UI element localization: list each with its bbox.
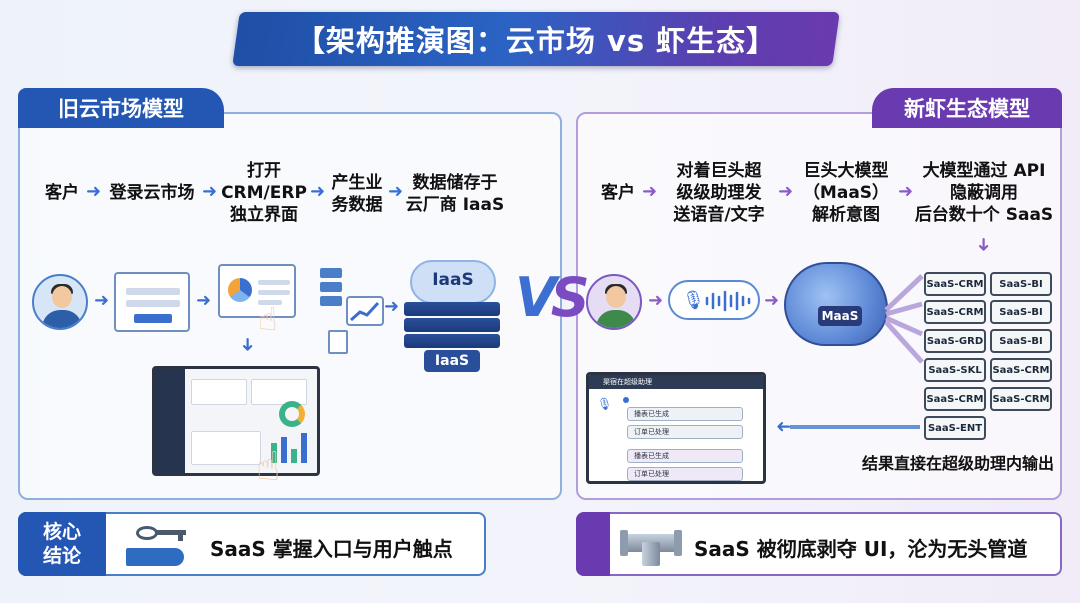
pointing-hand-icon: ☝ <box>258 300 278 338</box>
saas-node: SaaS-BI <box>990 329 1052 353</box>
assistant-message: 订单已处理 <box>627 425 743 439</box>
saas-node: SaaS-GRD <box>924 329 986 353</box>
customer-avatar <box>32 274 88 330</box>
crm-dashboard-image <box>152 366 320 476</box>
assistant-message: 播表已生成 <box>627 449 743 463</box>
result-output-label: 结果直接在超级助理内输出 <box>861 454 1054 473</box>
key-hand-icon <box>122 520 194 570</box>
left-flow-step-1: 客户 <box>45 183 79 203</box>
left-flow-step-4: 产生业 务数据 <box>331 173 383 215</box>
server-rack-icon <box>404 334 500 348</box>
saas-node: SaaS-CRM <box>924 272 986 296</box>
saas-node: SaaS-BI <box>990 272 1052 296</box>
arrow-down-icon: ➜ <box>973 236 995 253</box>
right-flow-step-2: 对着巨头超 级级助理发 送语音/文字 <box>673 161 765 225</box>
conclusion-tag-accent <box>576 512 610 576</box>
crm-window-icon <box>218 264 296 318</box>
saas-node: SaaS-CRM <box>990 358 1052 382</box>
login-window-icon <box>114 272 190 332</box>
document-icon <box>328 330 348 354</box>
arrow-right-icon: ➜ <box>388 181 404 202</box>
arrow-right-icon: ➜ <box>898 181 914 202</box>
left-flow-step-5: 数据储存于 云厂商 IaaS <box>405 173 505 215</box>
old-conclusion-text: SaaS 掌握入口与用户触点 <box>210 537 453 561</box>
saas-node: SaaS-CRM <box>990 387 1052 411</box>
iaas-base-label: IaaS <box>424 350 480 372</box>
right-flow-step-4: 大模型通过 API 隐蔽调用 后台数十个 SaaS <box>914 161 1054 225</box>
arrow-right-icon: ➜ <box>202 181 218 202</box>
versus-mark: VS <box>515 266 590 329</box>
saas-node: SaaS-CRM <box>924 387 986 411</box>
arrow-right-icon: ➜ <box>778 181 794 202</box>
vs-v: V <box>515 266 557 329</box>
saas-node: SaaS-CRM <box>924 300 986 324</box>
saas-node: SaaS-ENT <box>924 416 986 440</box>
assistant-message: 播表已生成 <box>627 407 743 421</box>
arrow-right-icon: ➜ <box>94 290 110 311</box>
arrow-left-icon: ➜ <box>776 416 792 437</box>
saas-node: SaaS-SKL <box>924 358 986 382</box>
return-arrow-line <box>790 425 920 429</box>
assistant-title: 渠宿在超级助理 <box>589 375 763 389</box>
page-title: 【架构推演图：云市场 vs 虾生态】 <box>295 24 777 58</box>
vs-s: S <box>550 266 590 329</box>
left-flow-step-3: 打开 CRM/ERP 独立界面 <box>221 161 307 225</box>
server-rack-icon <box>404 318 500 332</box>
old-model-tab: 旧云市场模型 <box>18 88 224 128</box>
growth-chart-icon <box>346 296 384 326</box>
arrow-right-icon: ➜ <box>196 290 212 311</box>
database-icon <box>320 268 342 324</box>
new-conclusion-text: SaaS 被彻底剥夺 UI，沦为无头管道 <box>694 537 1028 561</box>
arrow-right-icon: ➜ <box>86 181 102 202</box>
cloud-icon <box>410 260 496 304</box>
maas-label: MaaS <box>818 306 862 326</box>
arrow-right-icon: ➜ <box>384 296 400 317</box>
left-flow-step-2: 登录云市场 <box>109 183 195 203</box>
microphone-icon: 🎙 <box>682 290 705 311</box>
pointing-hand-icon: ☝ <box>256 444 281 490</box>
right-flow-step-1: 客户 <box>601 183 635 203</box>
customer-avatar <box>586 274 642 330</box>
pipe-icon <box>620 524 682 566</box>
right-flow-step-3: 巨头大模型 （MaaS） 解析意图 <box>802 161 890 225</box>
arrow-right-icon: ➜ <box>764 290 780 311</box>
arrow-down-icon: ➜ <box>237 336 259 353</box>
arrow-right-icon: ➜ <box>648 290 664 311</box>
assistant-message: 订单已处理 <box>627 467 743 481</box>
voice-message-icon: 🎙 <box>668 280 760 320</box>
conclusion-tag: 核心 结论 <box>18 512 106 576</box>
status-dot-icon <box>623 397 629 403</box>
new-model-tab: 新虾生态模型 <box>872 88 1062 128</box>
iaas-cloud-label: IaaS <box>432 270 474 290</box>
brain-icon <box>784 262 888 346</box>
arrow-right-icon: ➜ <box>642 181 658 202</box>
fan-out-arrows-icon <box>884 274 924 364</box>
microphone-icon: 🎙 <box>597 397 613 411</box>
super-assistant-window: 渠宿在超级助理 🎙 播表已生成 订单已处理 播表已生成 订单已处理 <box>586 372 766 484</box>
server-rack-icon <box>404 302 500 316</box>
saas-node: SaaS-BI <box>990 300 1052 324</box>
arrow-right-icon: ➜ <box>310 181 326 202</box>
